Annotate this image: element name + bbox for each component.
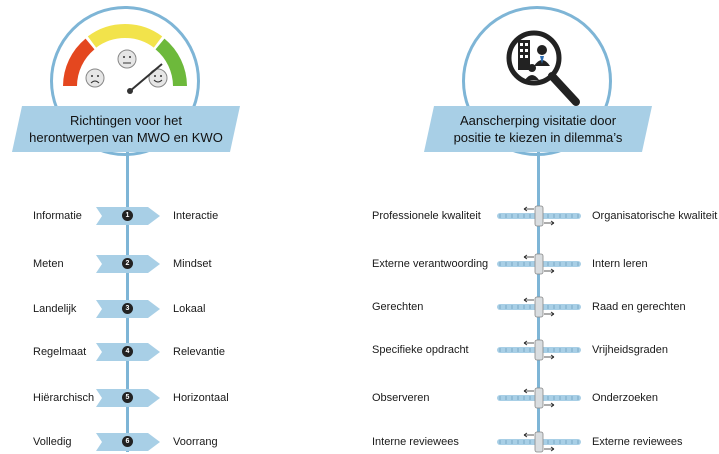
gauge-icon xyxy=(63,24,187,94)
left-option-label: Hiërarchisch xyxy=(33,392,95,404)
dilemma-right-label: Onderzoeken xyxy=(592,392,659,404)
left-option-label: Regelmaat xyxy=(33,346,87,358)
left-option-label: Volledig xyxy=(33,436,72,448)
dilemma-slider xyxy=(497,431,581,453)
step-number: 6 xyxy=(122,436,133,447)
sad-face-icon xyxy=(85,68,105,88)
slider-knob xyxy=(534,339,544,361)
left-option-label: Meten xyxy=(33,258,64,270)
right-option-label: Horizontaal xyxy=(173,392,229,404)
dilemma-slider xyxy=(497,253,581,275)
step-number: 1 xyxy=(122,210,133,221)
dilemma-left-label: Interne reviewees xyxy=(372,436,459,448)
slider-knob xyxy=(534,253,544,275)
neutral-face-icon xyxy=(117,49,137,69)
dilemma-left-label: Specifieke opdracht xyxy=(372,344,469,356)
dilemma-slider xyxy=(497,339,581,361)
step-number: 5 xyxy=(122,392,133,403)
right-option-label: Interactie xyxy=(173,210,219,222)
right-title-line1: Aanscherping visitatie door xyxy=(459,113,617,128)
step-number: 3 xyxy=(122,303,133,314)
dilemma-left-label: Observeren xyxy=(372,392,430,404)
slider-knob xyxy=(534,387,544,409)
dilemma-left-label: Externe verantwoording xyxy=(372,258,489,270)
right-option-label: Mindset xyxy=(173,258,212,270)
right-option-label: Relevantie xyxy=(173,346,225,358)
dilemma-slider xyxy=(497,387,581,409)
step-number: 4 xyxy=(122,346,133,357)
left-option-label: Landelijk xyxy=(33,303,77,315)
left-option-label: Informatie xyxy=(33,210,82,222)
slider-knob xyxy=(534,431,544,453)
right-option-label: Lokaal xyxy=(173,303,206,315)
left-title-line1: Richtingen voor het xyxy=(69,113,182,128)
slider-knob xyxy=(534,205,544,227)
right-title-line2: positie te kiezen in dilemma’s xyxy=(453,130,623,145)
dilemma-right-label: Organisatorische kwaliteit xyxy=(592,210,718,222)
dilemma-slider xyxy=(497,296,581,318)
dilemma-left-label: Gerechten xyxy=(372,301,424,313)
dilemma-right-label: Externe reviewees xyxy=(592,436,683,448)
slider-knob xyxy=(534,296,544,318)
left-title-line2: herontwerpen van MWO en KWO xyxy=(29,130,223,145)
dilemma-slider xyxy=(497,205,581,227)
right-option-label: Voorrang xyxy=(173,436,218,448)
dilemma-right-label: Intern leren xyxy=(592,258,648,270)
magnifier-people-icon xyxy=(506,30,580,106)
dilemma-right-label: Vrijheidsgraden xyxy=(592,344,669,356)
step-number: 2 xyxy=(122,258,133,269)
gauge-needle xyxy=(129,63,163,92)
left-title-banner: Richtingen voor het herontwerpen van MWO… xyxy=(12,106,240,152)
dilemma-right-label: Raad en gerechten xyxy=(592,301,686,313)
right-title-banner: Aanscherping visitatie door positie te k… xyxy=(424,106,652,152)
dilemma-left-label: Professionele kwaliteit xyxy=(372,210,481,222)
happy-face-icon xyxy=(148,68,168,88)
